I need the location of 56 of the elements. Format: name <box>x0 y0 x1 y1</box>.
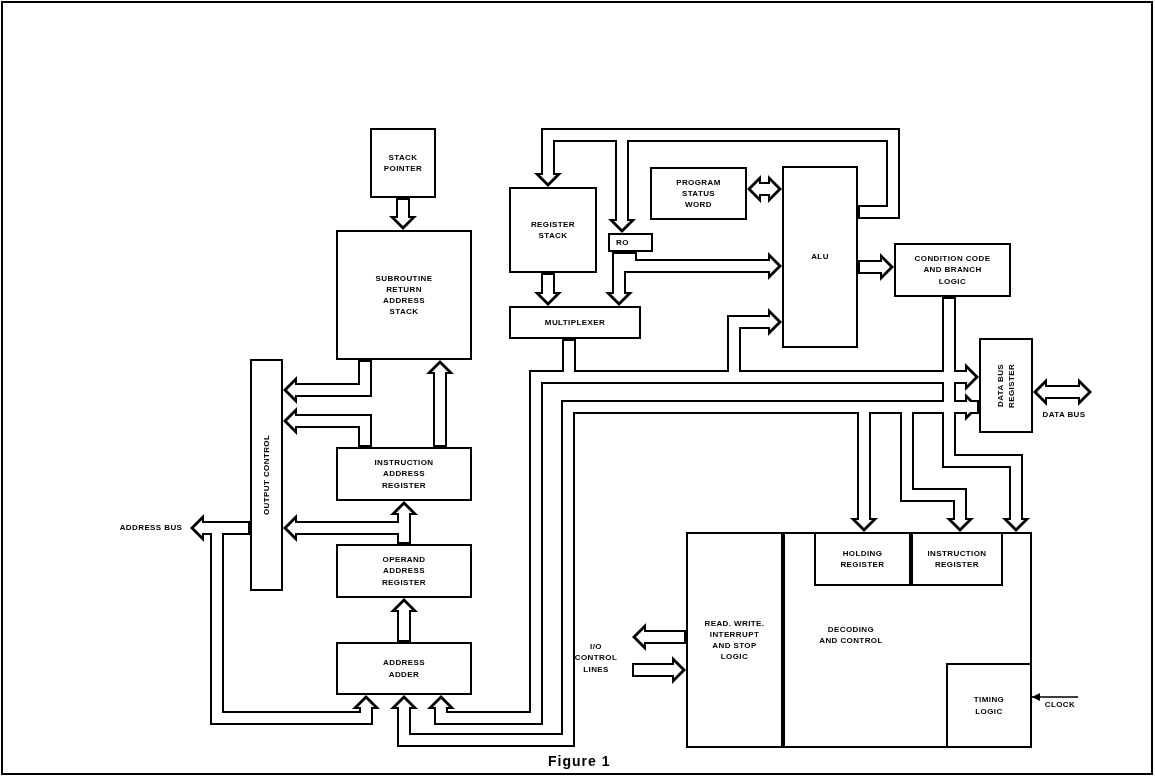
block-label: READ. WRITE. INTERRUPT AND STOP LOGIC <box>703 617 766 663</box>
bus-label: I/O CONTROL LINES <box>573 641 619 675</box>
bus-arrow <box>390 598 418 642</box>
figure-caption: Figure 1 <box>548 753 611 769</box>
bus-arrow <box>747 175 782 203</box>
bus-arrow <box>632 656 686 684</box>
bus-arrow <box>283 407 372 447</box>
block-label: TIMING LOGIC <box>972 694 1006 717</box>
bus-label: ADDRESS BUS <box>119 522 183 534</box>
bus-arrow <box>389 198 417 230</box>
block-box <box>650 167 747 220</box>
block-label: OPERAND ADDRESS REGISTER <box>380 554 428 588</box>
block-label: RO <box>616 236 629 249</box>
block-box <box>509 306 641 339</box>
bus-label: DATA BUS <box>1042 409 1086 421</box>
block-box <box>250 359 283 591</box>
bus-arrow <box>858 253 894 281</box>
block-label: DATA BUS REGISTER <box>994 362 1017 410</box>
block-label: ALU <box>810 251 830 263</box>
block-label: OUTPUT CONTROL <box>260 433 272 518</box>
block-label: HOLDING REGISTER <box>839 547 886 571</box>
block-label: CONDITION CODE AND BRANCH LOGIC <box>913 253 992 287</box>
block-box <box>336 642 472 695</box>
bus-arrow <box>605 252 633 306</box>
block-box <box>686 532 783 748</box>
block-label: ADDRESS ADDER <box>382 657 426 680</box>
bus-arrow <box>426 360 454 447</box>
block-label: INSTRUCTION REGISTER <box>926 547 988 571</box>
block-box <box>336 544 472 598</box>
bus-arrow <box>1033 378 1092 406</box>
block-box <box>814 532 911 586</box>
block-box <box>370 128 436 198</box>
block-box <box>946 663 1032 748</box>
block-box <box>782 166 858 348</box>
block-box <box>979 338 1033 433</box>
block-box <box>336 447 472 501</box>
block-label: STACK POINTER <box>382 151 424 175</box>
bus-label: CLOCK <box>1044 699 1076 711</box>
block-label: INSTRUCTION ADDRESS REGISTER <box>373 457 435 491</box>
bus-arrow <box>623 252 782 280</box>
block-box <box>608 233 653 252</box>
block-label: REGISTER STACK <box>529 218 577 242</box>
bus-arrow <box>942 297 1030 532</box>
bus-arrow <box>283 360 372 404</box>
block-label: DECODING AND CONTROL <box>819 624 883 647</box>
block-box <box>911 532 1003 586</box>
block-label: MULTIPLEXER <box>543 316 607 329</box>
bus-arrow <box>632 623 686 651</box>
bus-arrow <box>534 273 562 306</box>
block-box <box>509 187 597 273</box>
block-label: SUBROUTINE RETURN ADDRESS STACK <box>374 272 434 318</box>
block-box <box>783 532 1032 748</box>
arrow <box>1031 693 1079 701</box>
block-box <box>894 243 1011 297</box>
block-label: PROGRAM STATUS WORD <box>675 176 722 211</box>
block-box <box>336 230 472 360</box>
